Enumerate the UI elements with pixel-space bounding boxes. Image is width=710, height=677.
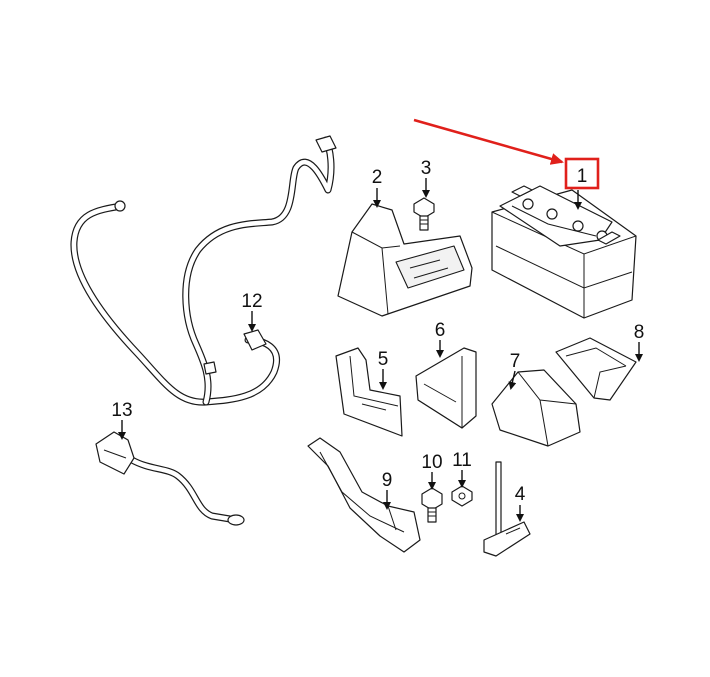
leader-lines — [118, 178, 643, 522]
part-support-bracket — [307, 437, 421, 553]
highlight-arrow — [413, 118, 564, 165]
part-negative-cable — [95, 431, 245, 526]
callout-8: 8 — [634, 322, 645, 343]
part-nut-11 — [451, 485, 473, 507]
callout-3: 3 — [421, 158, 432, 179]
callout-7: 7 — [510, 351, 521, 372]
callout-12: 12 — [241, 291, 262, 312]
callout-11: 11 — [452, 450, 472, 471]
callout-labels: 1 2 3 4 5 6 7 8 9 10 11 12 13 — [111, 158, 644, 505]
callout-9: 9 — [382, 470, 393, 491]
callout-2: 2 — [372, 167, 383, 188]
part-battery-tray — [337, 203, 473, 317]
part-battery-cover — [491, 369, 581, 447]
callout-5: 5 — [378, 349, 389, 370]
callout-10: 10 — [421, 452, 442, 473]
highlight-part-1 — [413, 118, 600, 190]
callout-6: 6 — [435, 320, 446, 341]
part-insulation-sleeve — [415, 347, 477, 429]
part-battery — [491, 185, 637, 319]
callout-1: 1 — [577, 166, 588, 187]
part-hold-down-rod — [483, 461, 531, 557]
callout-4: 4 — [515, 484, 526, 505]
wiring-harness — [70, 135, 337, 406]
highlight-box — [564, 157, 600, 190]
part-side-bracket — [335, 347, 403, 437]
callout-13: 13 — [111, 400, 132, 421]
part-top-panel — [555, 337, 637, 401]
part-bolt-3 — [413, 197, 435, 231]
part-bolt-10 — [421, 487, 443, 523]
leader-7 — [508, 370, 517, 390]
